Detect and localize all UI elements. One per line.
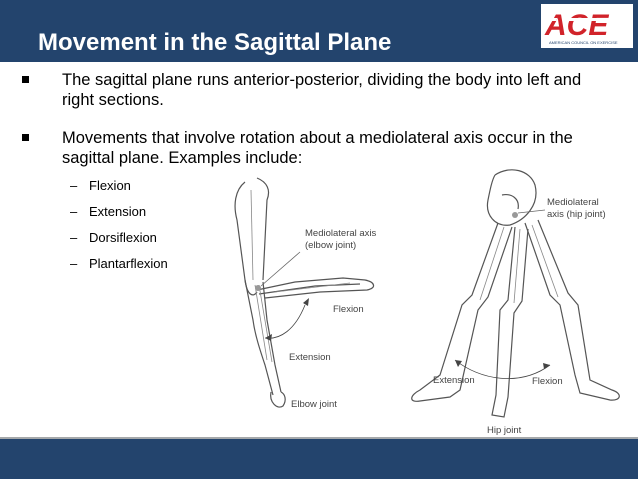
hip-caption: Hip joint — [487, 425, 522, 436]
elbow-axis-label-line1: Mediolateral axis — [305, 228, 377, 239]
bullet-text: Movements that involve rotation about a … — [62, 129, 573, 167]
elbow-flexion-label: Flexion — [333, 304, 364, 315]
bullet-sagittal-definition: The sagittal plane runs anterior-posteri… — [22, 70, 602, 110]
hip-axis-label-line2: axis (hip joint) — [547, 209, 606, 220]
hip-axis-marker — [512, 212, 518, 218]
elbow-caption: Elbow joint — [291, 399, 337, 410]
elbow-axis-marker — [255, 285, 261, 291]
bone-lines — [250, 189, 351, 363]
hip-joint-illustration: Mediolateral axis (hip joint) Extension … — [411, 169, 620, 436]
bullet-square-icon — [22, 76, 29, 83]
bullet-text: The sagittal plane runs anterior-posteri… — [62, 71, 582, 109]
sub-bullet-plantarflexion: –Plantarflexion — [70, 256, 168, 271]
bullet-mediolateral-axis: Movements that involve rotation about a … — [22, 128, 602, 168]
footer-bar — [0, 437, 638, 479]
sub-bullet-dorsiflexion: –Dorsiflexion — [70, 230, 157, 245]
slide-title: Movement in the Sagittal Plane — [38, 29, 392, 56]
hip-extension-label: Extension — [433, 375, 475, 386]
sub-bullet-flexion: –Flexion — [70, 178, 131, 193]
arm-outline — [234, 177, 375, 408]
leg-bone-lines — [479, 224, 559, 304]
elbow-extension-label: Extension — [289, 352, 331, 363]
elbow-joint-illustration: Mediolateral axis (elbow joint) Flexion … — [234, 177, 377, 410]
extension-arc — [264, 304, 306, 339]
title-bar: Movement in the Sagittal Plane — [0, 0, 638, 62]
hip-motion-arc — [454, 359, 551, 379]
sub-bullet-extension: –Extension — [70, 204, 147, 219]
legs-outline — [411, 219, 620, 418]
elbow-axis-label-line2: (elbow joint) — [305, 240, 356, 251]
ace-logo: ACE AMERICAN COUNCIL ON EXERCISE — [541, 4, 633, 48]
bullet-square-icon — [22, 134, 29, 141]
hip-flexion-label: Flexion — [532, 376, 563, 387]
ace-logo-tagline: AMERICAN COUNCIL ON EXERCISE — [549, 40, 618, 45]
hip-axis-label-line1: Mediolateral — [547, 197, 599, 208]
pelvis-outline — [486, 169, 537, 226]
ace-logo-text: ACE — [544, 9, 609, 42]
